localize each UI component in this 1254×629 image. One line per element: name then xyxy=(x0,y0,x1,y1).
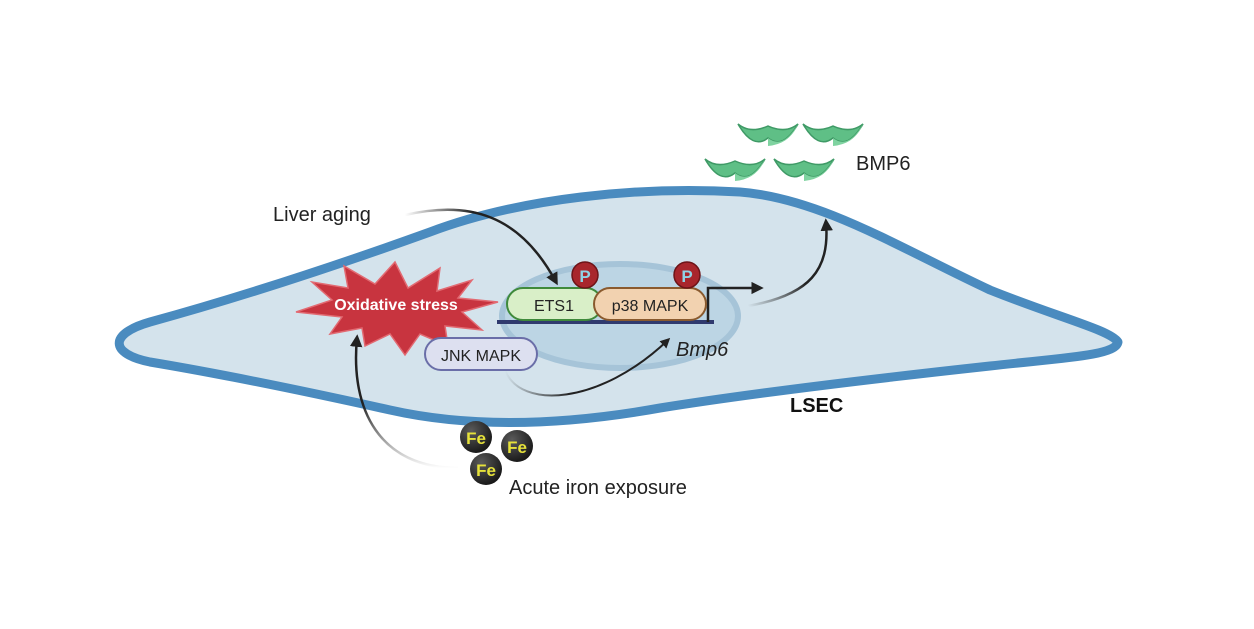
liver-aging-arrow xyxy=(404,208,558,286)
acute-iron-exposure-label: Acute iron exposure xyxy=(509,477,687,499)
bmp6-dimer-icon xyxy=(704,158,766,181)
iron-to-stress-arrow xyxy=(349,334,459,470)
phospho-circle-icon xyxy=(571,261,599,289)
oxidative-stress-label: Oxidative stress xyxy=(334,297,458,314)
lsec-label: LSEC xyxy=(790,395,843,417)
phospho-p38-label: P xyxy=(681,267,692,286)
iron-label: Fe xyxy=(476,461,496,480)
iron-label: Fe xyxy=(507,438,527,457)
p38-mapk-protein xyxy=(593,287,707,321)
bmp6-dimer-icon xyxy=(802,123,864,146)
bmp6-secretion-arrow xyxy=(747,218,833,308)
starburst-icon xyxy=(295,260,499,357)
jnk-mapk-protein xyxy=(424,337,538,371)
transcription-start-arrow xyxy=(706,281,764,322)
jnk-mapk-label: JNK MAPK xyxy=(441,348,521,365)
jnk-to-bmp6-arrow xyxy=(504,337,671,397)
iron-ion-icon: Fe xyxy=(501,430,533,462)
bmp6-protein-label: BMP6 xyxy=(856,153,910,175)
phospho-circle-icon xyxy=(673,261,701,289)
ets1-label: ETS1 xyxy=(534,298,574,315)
iron-label: Fe xyxy=(466,429,486,448)
p38-mapk-label: p38 MAPK xyxy=(612,298,689,315)
iron-ion-icon: Fe xyxy=(470,453,502,485)
phospho-ets1-label: P xyxy=(579,267,590,286)
liver-aging-label: Liver aging xyxy=(273,204,371,226)
iron-ion-icon: Fe xyxy=(460,421,492,453)
bmp6-dimer-icon xyxy=(737,123,799,146)
bmp6-gene-label: Bmp6 xyxy=(676,339,729,361)
bmp6-dimer-icon xyxy=(773,158,835,181)
